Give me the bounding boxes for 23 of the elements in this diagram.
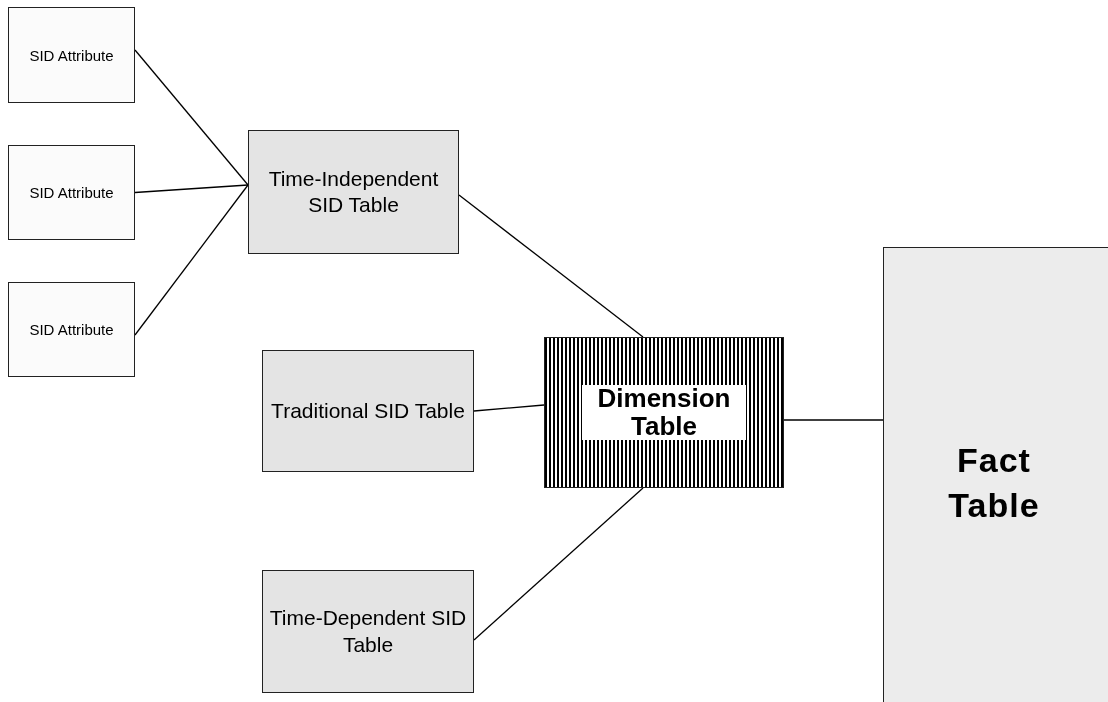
connector-line xyxy=(783,419,884,421)
table-box xyxy=(248,130,459,254)
table-name: Dimension Table xyxy=(582,385,746,440)
hatched-table-box xyxy=(544,337,784,488)
table-name: Traditional SID Table xyxy=(270,397,466,424)
connector-line xyxy=(134,184,249,194)
attribute-box xyxy=(8,145,135,240)
attribute-box xyxy=(8,282,135,377)
connector-line xyxy=(134,49,249,186)
table-box xyxy=(262,350,474,472)
table-box xyxy=(262,570,474,693)
table-name: SID Attribute xyxy=(28,46,115,64)
table-name: Time-Dependent SID Table xyxy=(268,605,468,658)
table-name: Time-Independent SID Table xyxy=(267,165,440,218)
table-name: Fact Table xyxy=(947,440,1041,526)
table-name: SID Attribute xyxy=(28,184,115,201)
attribute-box xyxy=(8,7,135,103)
connector-line xyxy=(134,184,249,336)
table-box xyxy=(883,247,1108,702)
table-name: SID Attribute xyxy=(28,321,115,338)
connector-line xyxy=(473,404,545,412)
connector-line xyxy=(458,194,644,338)
connector-line xyxy=(473,487,644,641)
